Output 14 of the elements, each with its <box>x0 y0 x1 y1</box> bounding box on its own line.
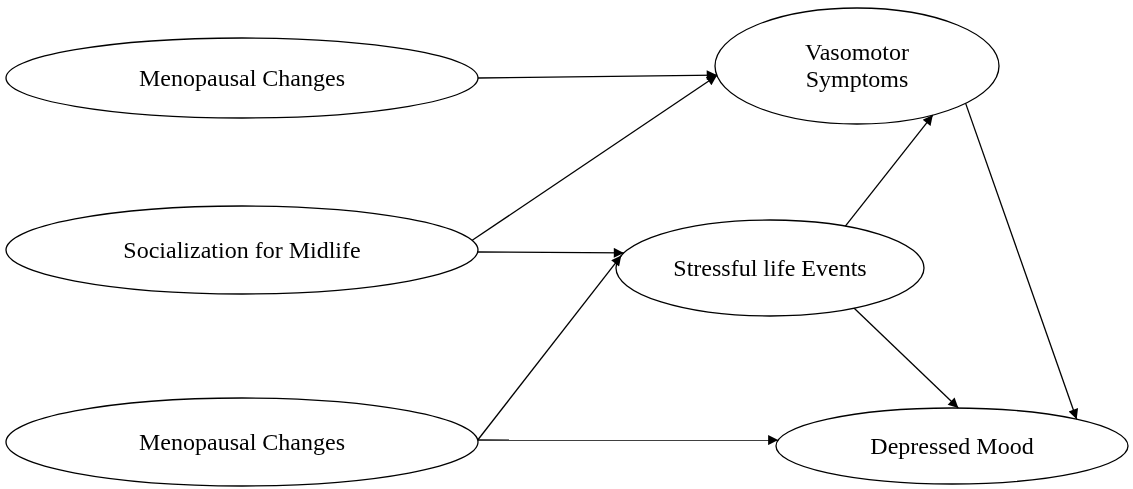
arrow <box>965 102 1079 420</box>
arrow <box>477 254 622 441</box>
arrow <box>477 435 779 446</box>
node-label: Menopausal Changes <box>138 428 346 456</box>
node-label: Menopausal Changes <box>138 64 346 92</box>
node-label: Stressful life Events <box>672 254 868 282</box>
node-label: Vasomotor Symptoms <box>804 39 910 93</box>
node-label: Socialization for Midlife <box>122 236 362 264</box>
arrow <box>471 74 718 241</box>
arrow <box>477 247 625 258</box>
arrow <box>477 70 718 81</box>
arrow <box>853 307 959 409</box>
arrow <box>844 114 934 227</box>
node-label: Depressed Mood <box>869 432 1035 460</box>
